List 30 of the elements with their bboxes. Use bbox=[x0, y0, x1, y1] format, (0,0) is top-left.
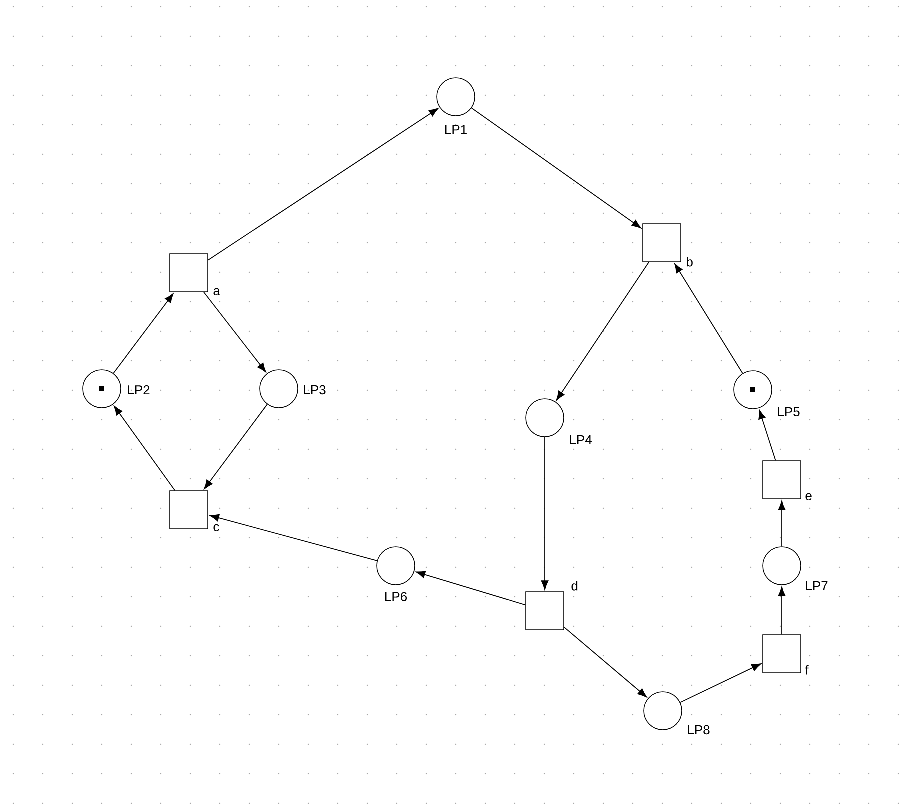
arrow bbox=[564, 627, 648, 698]
arrow bbox=[471, 108, 642, 229]
node-label: b bbox=[687, 257, 693, 267]
node-label: LP3 bbox=[304, 385, 326, 395]
node-label: LP1 bbox=[446, 125, 467, 134]
arrow bbox=[204, 404, 268, 490]
node-label: LP5 bbox=[778, 407, 800, 417]
arrow bbox=[204, 292, 266, 373]
node-label: e bbox=[806, 493, 812, 501]
arrow bbox=[416, 571, 526, 606]
node-label: f bbox=[805, 665, 809, 675]
node-label: LP7 bbox=[806, 582, 828, 590]
node-label: a bbox=[214, 288, 220, 296]
arrow bbox=[778, 586, 786, 636]
arrow bbox=[674, 264, 744, 374]
node-label: LP8 bbox=[688, 725, 710, 735]
node-label: LP4 bbox=[570, 436, 592, 444]
arrow bbox=[778, 500, 786, 548]
arrow bbox=[208, 108, 439, 261]
arrow bbox=[113, 293, 174, 374]
node-label: LP2 bbox=[128, 385, 150, 395]
arrow bbox=[210, 514, 378, 562]
arrow bbox=[556, 262, 650, 401]
arrow bbox=[758, 410, 776, 462]
node-label: d bbox=[572, 581, 578, 591]
arrow bbox=[541, 436, 549, 590]
arrow bbox=[114, 406, 176, 492]
node-label: c bbox=[214, 524, 220, 532]
node-label: LP6 bbox=[386, 592, 407, 602]
arrow bbox=[680, 664, 762, 704]
